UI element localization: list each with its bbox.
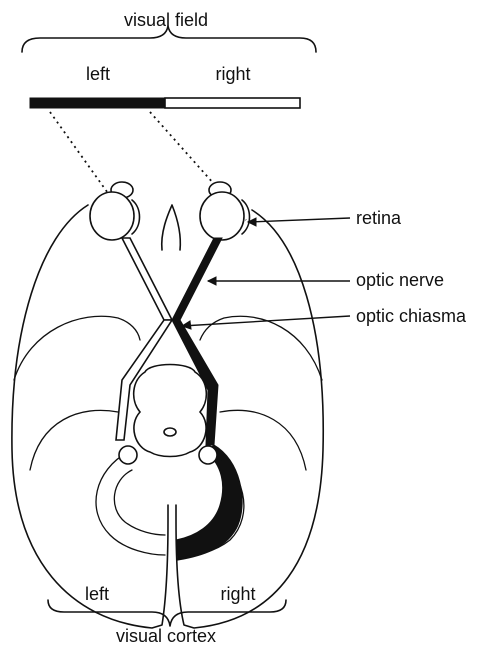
optic-nerve-arrowhead [208,277,216,285]
left-lateral-geniculate-nucleus [119,446,137,464]
left-visual-field-bar [30,98,165,108]
right-lobe-line [200,316,322,380]
cortex-left-label: left [85,584,109,604]
field-right-label: right [215,64,250,84]
aqueduct [164,428,176,436]
optic-nerve-label: optic nerve [356,270,444,290]
right-lateral-geniculate-nucleus [199,446,217,464]
left-lobe-line [14,316,140,380]
left-temporal-line [30,410,118,470]
left-occipital-inner [114,470,165,535]
visual-field-title: visual field [124,10,208,30]
right-temporal-line [220,410,306,470]
left-optic-nerve [122,238,172,320]
left-occipital-outer [96,452,165,555]
left-eye [90,182,140,240]
cortex-right-label: right [220,584,255,604]
right-eye [200,182,250,240]
visual-cortex-title: visual cortex [116,626,216,646]
brainstem [134,365,207,457]
field-left-label: left [86,64,110,84]
optic-chiasma-pointer [182,316,350,326]
visual-field-brace [22,26,316,52]
midline [162,205,181,250]
retina-label: retina [356,208,402,228]
optic-chiasma-label: optic chiasma [356,306,467,326]
right-visual-field-bar [165,98,300,108]
